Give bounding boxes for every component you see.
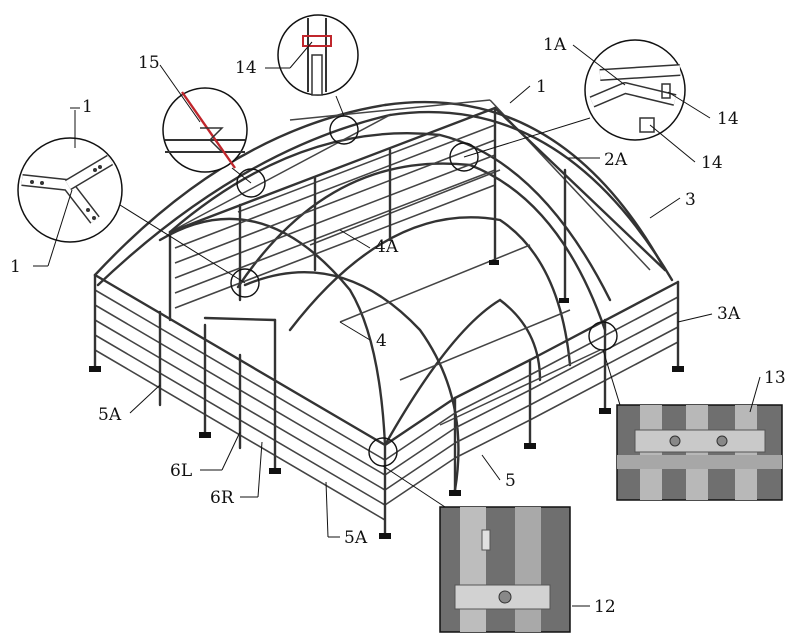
base-plate <box>489 260 499 265</box>
callout-6R: 6R <box>210 488 235 508</box>
photo-inset-13 <box>602 349 783 501</box>
right-side-panels <box>383 280 680 506</box>
callout-labels: 1 1 15 14 1 1A 14 14 2A 3 3A 4A 4 5A 6L … <box>10 35 786 617</box>
base-plate <box>599 408 611 414</box>
callout-15: 15 <box>138 53 160 73</box>
detail-marker <box>236 168 266 198</box>
base-plate <box>199 432 211 438</box>
callout-14-right-a: 14 <box>717 109 739 129</box>
callout-4A: 4A <box>375 237 399 257</box>
base-plate <box>269 468 281 474</box>
base-plate <box>379 533 391 539</box>
callout-12: 12 <box>594 597 616 617</box>
bolt-icon <box>181 91 236 169</box>
clamp-icon <box>302 35 332 47</box>
callout-6L: 6L <box>170 461 192 481</box>
detail-marker <box>230 268 260 298</box>
front-panels <box>93 273 387 537</box>
detail-marker <box>449 142 479 172</box>
callout-14-right-b: 14 <box>701 153 723 173</box>
callout-13: 13 <box>764 368 786 388</box>
base-plates <box>89 260 684 539</box>
detail-bubble-joint-left <box>17 137 246 284</box>
detail-bubble-joint-right <box>463 39 686 158</box>
detail-bubble-bolt <box>162 87 252 184</box>
callout-5A-bottom: 5A <box>344 528 368 548</box>
callout-3: 3 <box>685 190 696 210</box>
shelter-frame <box>89 99 684 539</box>
callout-1-top-left: 1 <box>82 97 93 117</box>
roof-purlins <box>169 99 651 426</box>
callout-1A: 1A <box>543 35 567 55</box>
callout-3A: 3A <box>717 304 741 324</box>
callout-5A-left: 5A <box>98 405 122 425</box>
base-plate <box>449 490 461 496</box>
bracket-icon <box>639 117 655 133</box>
callout-1-right: 1 <box>536 77 547 97</box>
callout-4: 4 <box>376 331 387 351</box>
photo-inset-12 <box>382 465 571 633</box>
callout-1-left: 1 <box>10 257 21 277</box>
callout-2A: 2A <box>604 150 628 170</box>
bracket-icon <box>661 83 671 99</box>
detail-marker <box>368 437 398 467</box>
base-plate <box>672 366 684 372</box>
base-plate <box>89 366 101 372</box>
callout-14-top: 14 <box>235 58 257 78</box>
clamp-icon <box>634 429 766 453</box>
base-plate <box>524 443 536 449</box>
callout-5: 5 <box>505 471 516 491</box>
base-plate <box>559 298 569 303</box>
leader-lines <box>33 41 761 607</box>
detail-bubble-clamp-top <box>277 14 359 117</box>
